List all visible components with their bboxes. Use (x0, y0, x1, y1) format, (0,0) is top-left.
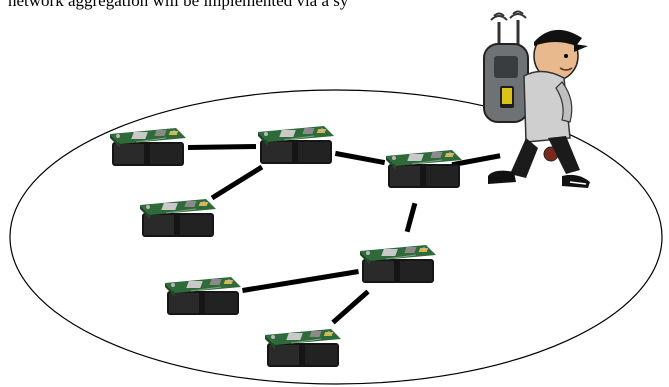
link-n2-n3 (334, 150, 386, 166)
sensor-node-5 (359, 244, 437, 284)
sensor-node-2 (257, 125, 335, 165)
link-n1-n2 (187, 144, 257, 150)
link-n5-n6 (242, 269, 359, 293)
caption-fragment: network aggregation will be implemented … (8, 0, 349, 10)
mobile-aggregator-person-icon (483, 10, 590, 188)
sensor-node-7 (264, 328, 342, 368)
link-n3-mobile-aggregator (451, 153, 501, 168)
sensor-node-6 (164, 276, 242, 316)
network-boundary-ellipse (9, 89, 663, 385)
link-n2-n4 (210, 164, 264, 201)
sensor-node-3 (385, 149, 463, 189)
link-n5-n7 (331, 289, 370, 325)
sensor-node-1 (109, 127, 187, 167)
sensor-node-4 (139, 198, 217, 238)
link-n3-n5 (404, 202, 418, 233)
